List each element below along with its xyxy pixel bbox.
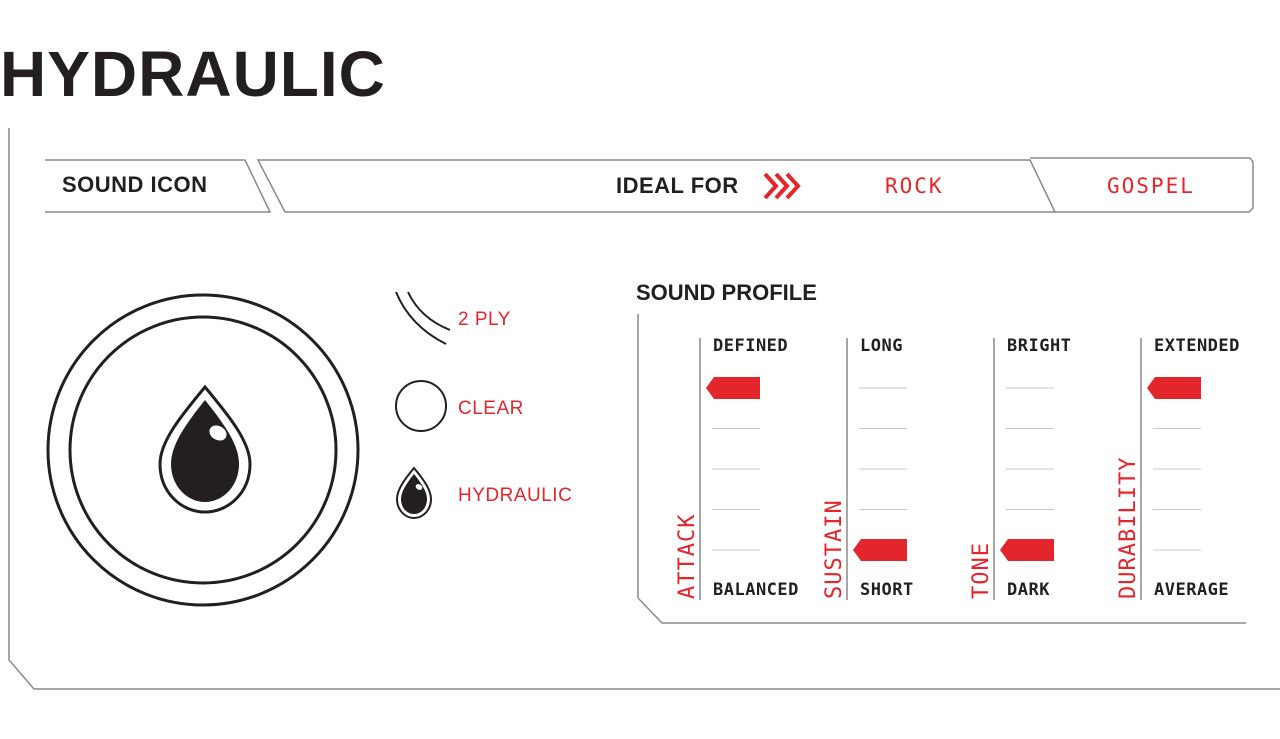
attack-bottom-label: BALANCED xyxy=(713,580,799,600)
legend-label-2ply: 2 PLY xyxy=(458,309,511,330)
tone-level-marker xyxy=(1000,539,1054,561)
genre-gospel: GOSPEL xyxy=(1107,174,1195,198)
drop-icon xyxy=(395,466,433,520)
legend-label-hydraulic: HYDRAULIC xyxy=(458,485,573,506)
ideal-for-label: IDEAL FOR xyxy=(616,173,739,198)
product-title: HYDRAULIC xyxy=(0,38,386,110)
sustain-level-marker xyxy=(853,539,907,561)
durability-level-marker xyxy=(1147,377,1201,399)
attack-top-label: DEFINED xyxy=(713,336,789,356)
sustain-axis-name: SUSTAIN xyxy=(822,499,847,599)
hydraulic-sound-icon xyxy=(46,293,360,607)
attack-axis-name: ATTACK xyxy=(675,513,700,599)
circle-icon xyxy=(395,380,447,432)
durability-bottom-label: AVERAGE xyxy=(1154,580,1230,600)
sustain-top-label: LONG xyxy=(860,336,903,356)
sound-profile-title: SOUND PROFILE xyxy=(636,280,817,305)
sound-profile-chart xyxy=(699,338,1201,600)
attack-level-marker xyxy=(706,377,760,399)
sound-icon-label: SOUND ICON xyxy=(62,172,208,197)
tone-bottom-label: DARK xyxy=(1007,580,1050,600)
legend-label-clear: CLEAR xyxy=(458,398,524,419)
tone-top-label: BRIGHT xyxy=(1007,336,1072,356)
double-arc-icon xyxy=(395,291,451,345)
sound-profile-scales xyxy=(660,330,1280,610)
sustain-bottom-label: SHORT xyxy=(860,580,914,600)
tone-axis-name: TONE xyxy=(969,542,994,599)
chevron-right-icon xyxy=(763,172,801,200)
genre-rock: ROCK xyxy=(885,174,944,198)
drop-icon xyxy=(158,384,252,514)
durability-top-label: EXTENDED xyxy=(1154,336,1240,356)
durability-axis-name: DURABILITY xyxy=(1116,456,1141,599)
